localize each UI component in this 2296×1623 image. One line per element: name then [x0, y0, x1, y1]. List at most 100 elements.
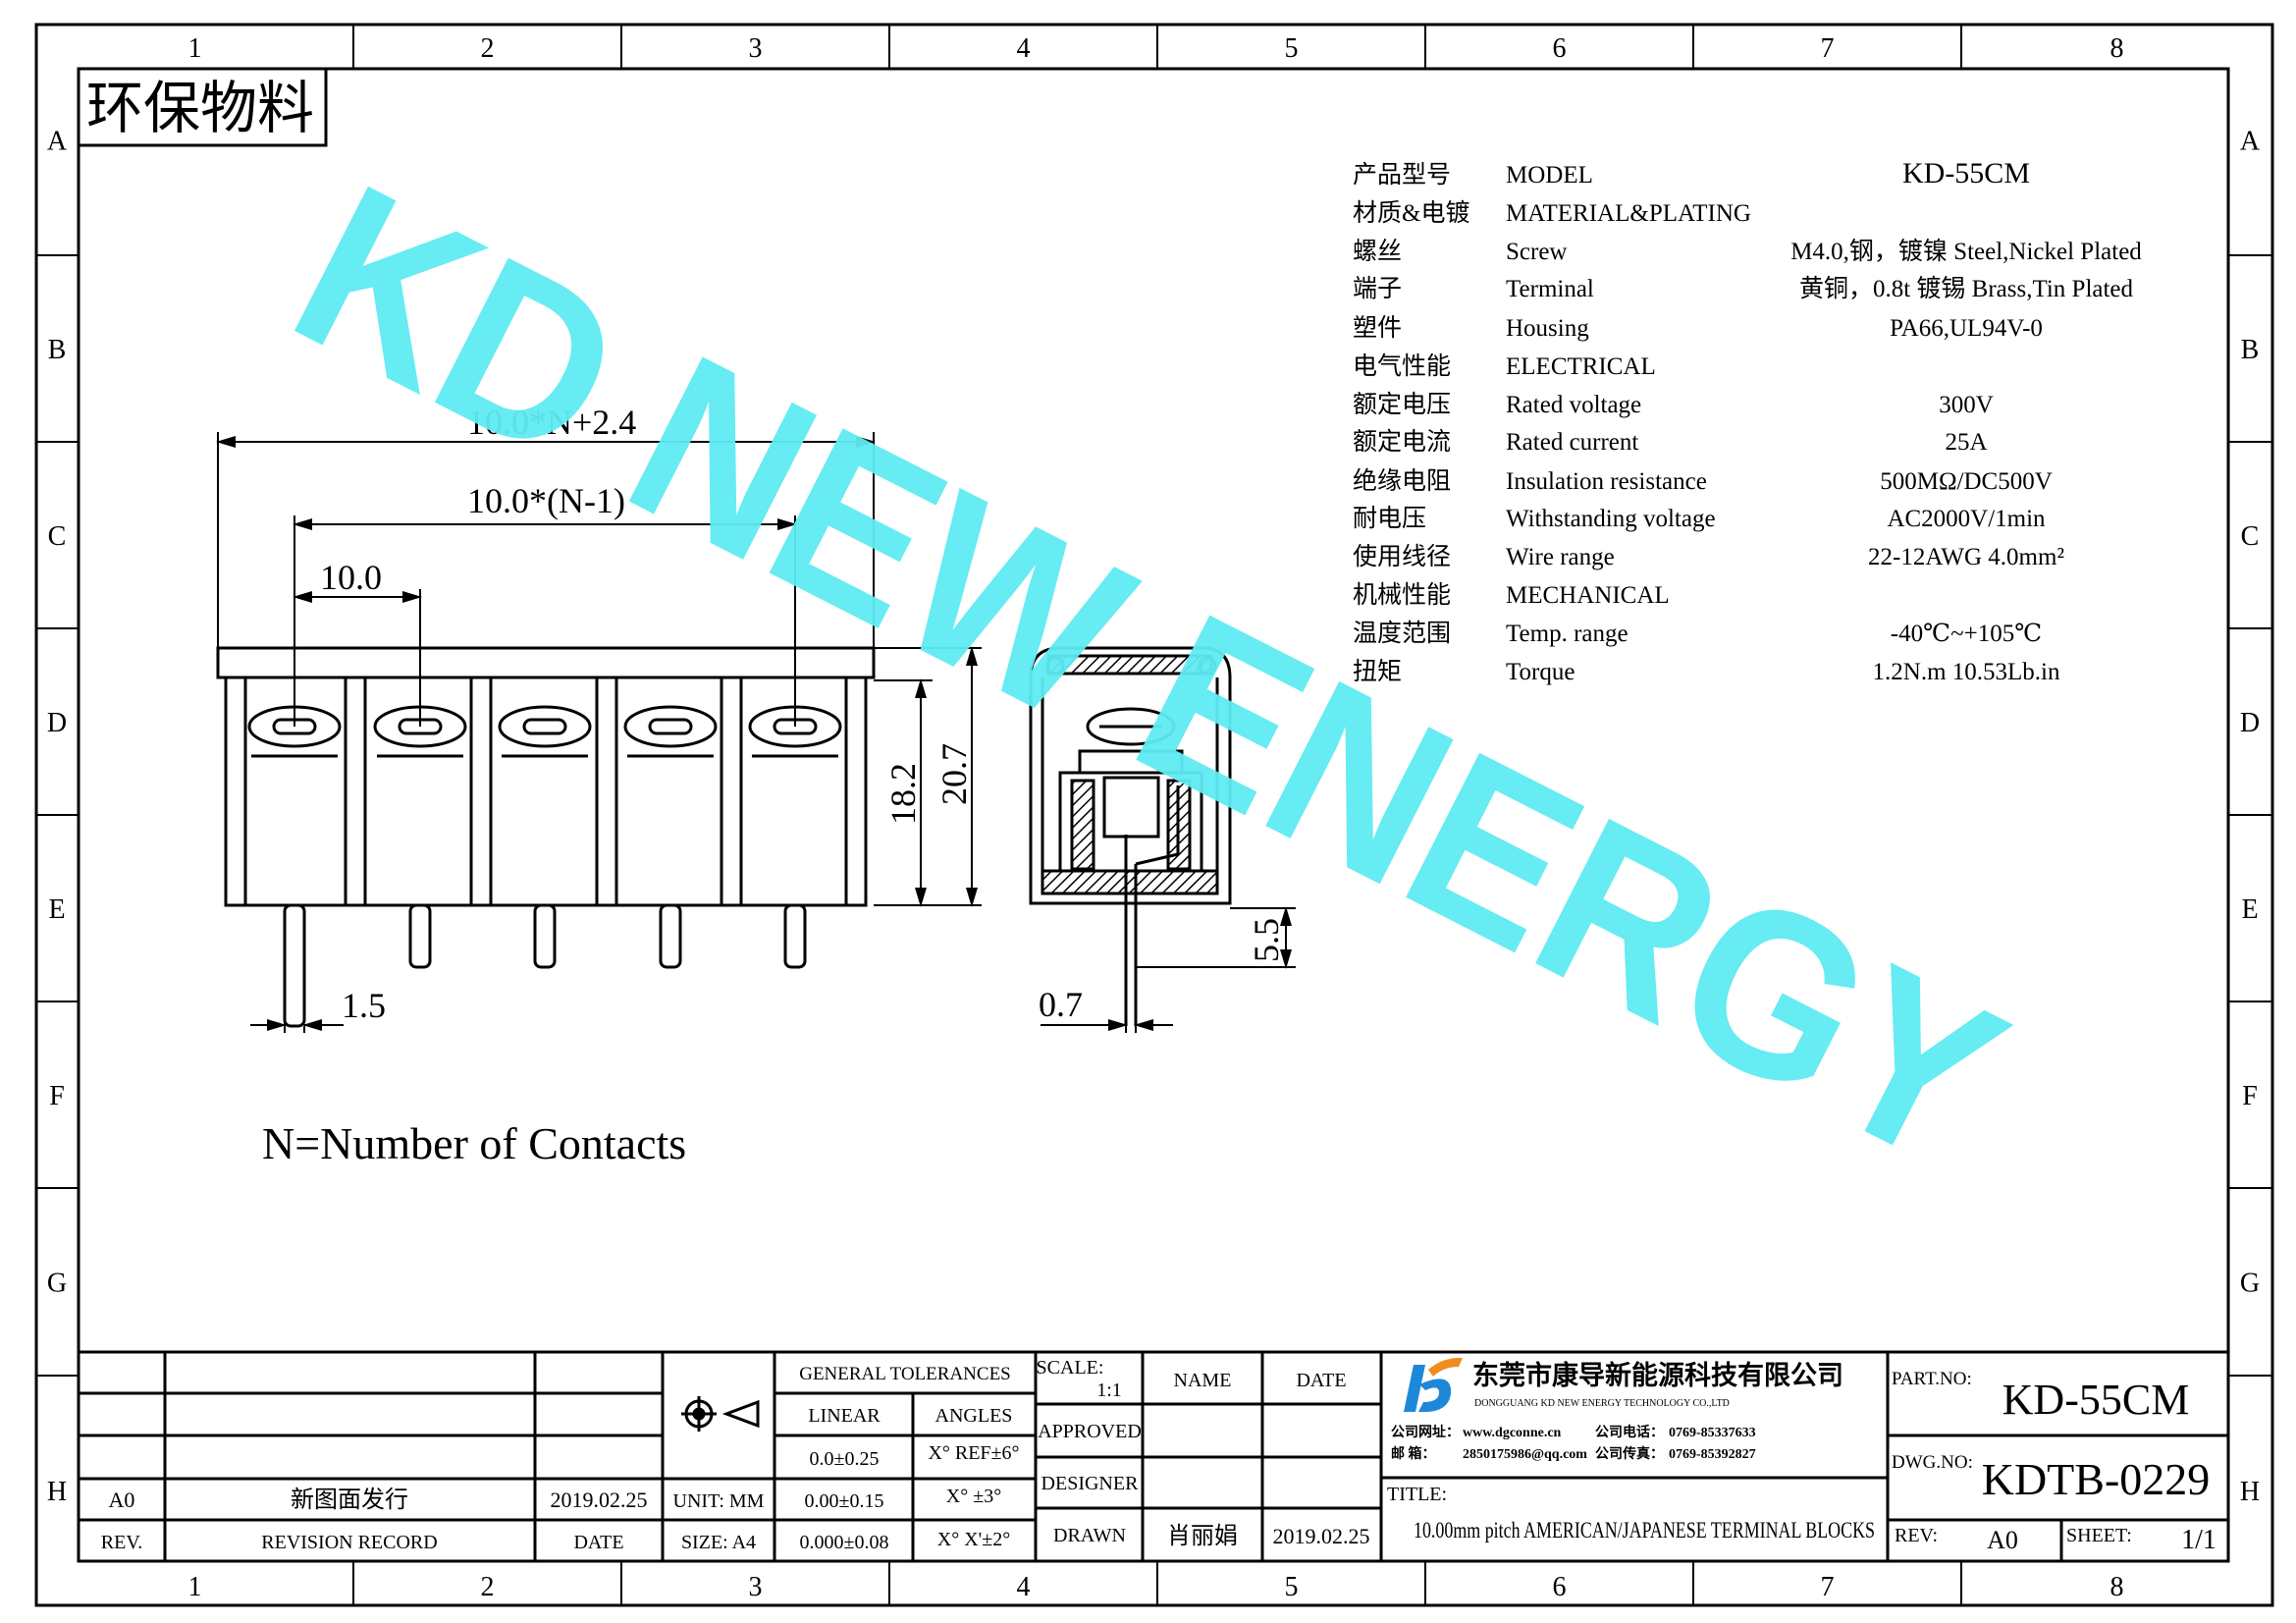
dim-pitch: 10.0 [320, 558, 382, 597]
dim-span: 10.0*(N-1) [467, 481, 625, 520]
spec-row: 绝缘电阻 Insulation resistance 500MΩ/DC500V [1353, 467, 2053, 495]
spec-label-en: MATERIAL&PLATING [1506, 200, 1751, 227]
frame-row-label: B [48, 335, 67, 365]
sheet-value: 1/1 [2181, 1525, 2216, 1555]
frame-column-label: 3 [749, 1572, 763, 1602]
website-label: 公司网址： [1391, 1424, 1460, 1440]
scale-value: 1:1 [1096, 1380, 1122, 1401]
spec-label-cn: 端子 [1353, 275, 1402, 302]
phone: 0769-85337633 [1669, 1426, 1756, 1440]
drawn-date: 2019.02.25 [1273, 1524, 1370, 1548]
spec-label-en: Temp. range [1506, 621, 1629, 647]
spec-label-en: Terminal [1506, 276, 1594, 302]
phone-label: 公司电话： [1595, 1424, 1664, 1440]
frame-row-label: E [48, 894, 65, 925]
spec-label-cn: 机械性能 [1353, 581, 1451, 609]
spec-value: -40℃~+105℃ [1891, 621, 2042, 647]
spec-value: 1.2N.m 10.53Lb.in [1873, 659, 2060, 685]
date-header: DATE [573, 1532, 623, 1553]
pin [533, 903, 557, 969]
frame-row-label: A [2240, 127, 2261, 157]
frame-row-label: F [49, 1081, 65, 1111]
dim-pin-width: 1.5 [342, 986, 386, 1025]
revision-record-header: REVISION RECORD [261, 1532, 437, 1553]
angle-tol-1: X° REF±6° [928, 1442, 1019, 1464]
screw-head [498, 705, 592, 748]
spec-value: PA66,UL94V-0 [1890, 315, 2043, 342]
spec-label-en: Insulation resistance [1506, 468, 1707, 495]
title-label: TITLE: [1387, 1484, 1447, 1505]
rev-value: A0 [1987, 1526, 2018, 1554]
company-name-en: DONGGUANG KD NEW ENERGY TECHNOLOGY CO.,L… [1474, 1398, 1730, 1409]
spec-label-cn: 螺丝 [1353, 238, 1402, 265]
dwg-no: KDTB-0229 [1982, 1454, 2211, 1504]
linear-header: LINEAR [808, 1405, 881, 1427]
frame-column-label: 4 [1017, 1572, 1031, 1602]
spec-label-en: Withstanding voltage [1506, 506, 1716, 532]
part-no: KD-55CM [2002, 1376, 2190, 1424]
frame-column-label: 8 [2110, 1572, 2124, 1602]
drawn-label: DRAWN [1053, 1525, 1126, 1546]
approved-label: APPROVED [1038, 1421, 1142, 1442]
spec-value: 500MΩ/DC500V [1880, 468, 2053, 495]
spec-label-cn: 塑件 [1353, 314, 1402, 342]
company-logo-icon [1404, 1357, 1463, 1413]
barrier [595, 676, 618, 907]
spec-label-cn: 额定电压 [1353, 391, 1451, 418]
linear-tol-3: 0.000±0.08 [800, 1532, 889, 1553]
linear-tol-2: 0.00±0.15 [805, 1490, 884, 1512]
dwg-no-label: DWG.NO: [1892, 1452, 1973, 1473]
unit: UNIT: MM [673, 1490, 765, 1512]
spec-label-en: Rated voltage [1506, 392, 1641, 418]
spec-label-cn: 电气性能 [1353, 352, 1451, 380]
spec-label-cn: 绝缘电阻 [1353, 467, 1451, 495]
part-no-label: PART.NO: [1892, 1369, 1972, 1389]
frame-row-label: C [48, 521, 67, 552]
barrier [224, 676, 247, 907]
side-view [1029, 646, 1232, 1026]
spec-label-cn: 耐电压 [1353, 505, 1426, 532]
pin [408, 903, 432, 969]
spec-value: 22-12AWG 4.0mm² [1868, 544, 2064, 570]
spec-label-en: Wire range [1506, 544, 1615, 570]
frame-column-label: 6 [1553, 33, 1567, 64]
designer-label: DESIGNER [1041, 1473, 1140, 1494]
revision-date: 2019.02.25 [551, 1488, 648, 1512]
frame-row-label: G [2240, 1269, 2260, 1299]
screw-head [623, 705, 718, 748]
fax-label: 公司传真： [1595, 1445, 1664, 1462]
frame-column-label: 3 [749, 33, 763, 64]
spec-label-en: Rated current [1506, 429, 1638, 456]
spec-row: 温度范围 Temp. range -40℃~+105℃ [1353, 620, 2042, 647]
eco-material-stamp: 环保物料 [77, 67, 328, 147]
spec-label-en: Screw [1506, 239, 1567, 265]
rev-header: REV. [101, 1532, 142, 1553]
title-block: REV. REVISION RECORD DATE A0 新图面发行 2019.… [77, 1350, 2230, 1563]
frame-column-label: 1 [188, 1572, 202, 1602]
frame-column-label: 2 [481, 33, 495, 64]
linear-tol-1: 0.0±0.25 [810, 1448, 880, 1470]
front-view [216, 646, 876, 1028]
spec-value: 黄铜，0.8t 镀锡 Brass,Tin Plated [1799, 275, 2134, 302]
rev-label: REV: [1895, 1525, 1938, 1546]
spec-value: 300V [1939, 392, 1994, 418]
email-label: 邮 箱： [1391, 1445, 1436, 1462]
frame-column-label: 7 [1821, 1572, 1835, 1602]
drawing-title: 10.00mm pitch AMERICAN/JAPANESE TERMINAL… [1414, 1518, 1875, 1542]
spec-label-cn: 产品型号 [1353, 161, 1451, 189]
company-name-cn: 东莞市康导新能源科技有限公司 [1472, 1360, 1843, 1390]
spec-label-cn: 温度范围 [1353, 620, 1451, 647]
frame-row-label: D [47, 708, 67, 738]
spec-value: M4.0,钢，镀镍 Steel,Nickel Plated [1790, 238, 2142, 265]
frame-column-label: 6 [1553, 1572, 1567, 1602]
angle-tol-2: X° ±3° [946, 1486, 1001, 1507]
name-header: NAME [1174, 1370, 1232, 1391]
date-column-header: DATE [1296, 1370, 1346, 1391]
projection-symbol-icon [681, 1396, 760, 1432]
